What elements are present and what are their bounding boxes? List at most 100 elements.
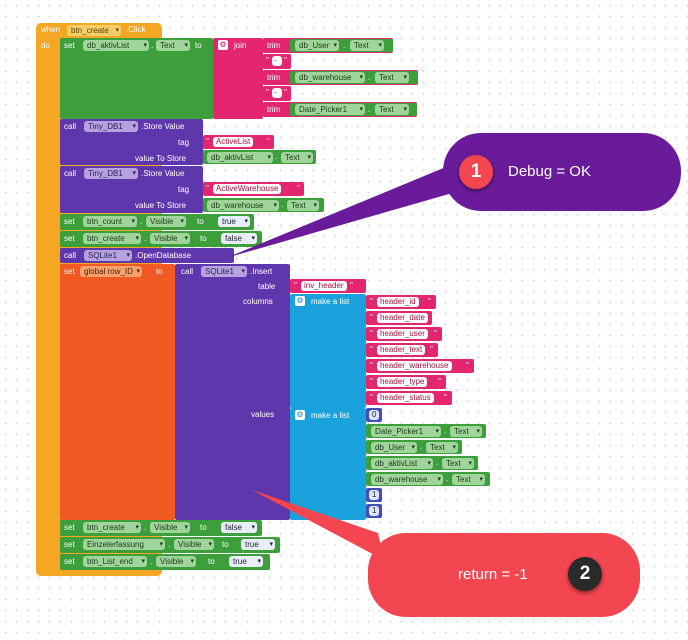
component-text-getter[interactable]: db_User . Text: [366, 440, 462, 454]
component-dropdown[interactable]: Date_Picker1: [295, 104, 365, 115]
string-value[interactable]: header_warehouse: [377, 361, 452, 371]
component-text-getter[interactable]: db_User . Text: [290, 39, 393, 52]
number-block[interactable]: 0: [366, 408, 382, 422]
text-string-block[interactable]: "header_date": [366, 311, 432, 325]
component-text-getter[interactable]: db_warehouse . Text: [290, 71, 418, 84]
event-component-dropdown[interactable]: btn_create: [67, 25, 121, 36]
text-string-block[interactable]: "header_warehouse": [366, 359, 474, 373]
number-block[interactable]: 1: [366, 488, 382, 502]
sqlite-insert-block[interactable]: call SQLite1 .Insert table columns value…: [175, 264, 290, 520]
text-string-block[interactable]: "header_text": [366, 343, 438, 357]
join-mutator-gear-icon[interactable]: ⚙: [218, 40, 228, 50]
text-string-block[interactable]: " - ": [263, 54, 291, 69]
string-value[interactable]: header_user: [377, 329, 428, 339]
text-string-block[interactable]: "header_status": [366, 391, 452, 405]
component-dropdown[interactable]: btn_List_end: [83, 556, 147, 567]
number-value[interactable]: 1: [369, 490, 380, 500]
component-dropdown[interactable]: db_aktivList: [371, 458, 433, 469]
component-dropdown[interactable]: db_warehouse: [371, 474, 443, 485]
list-mutator-gear-icon[interactable]: ⚙: [295, 410, 305, 420]
property-dropdown[interactable]: Text: [156, 40, 190, 51]
component-dropdown[interactable]: btn_create: [83, 233, 141, 244]
component-dropdown[interactable]: btn_create: [83, 522, 141, 533]
string-value[interactable]: ActiveWarehouse: [213, 184, 282, 194]
property-dropdown[interactable]: Visible: [156, 556, 196, 567]
text-string-block[interactable]: " ActiveWarehouse ": [203, 182, 304, 196]
string-value[interactable]: header_date: [377, 313, 428, 323]
component-dropdown[interactable]: Tiny_DB1: [84, 168, 138, 179]
text-string-block[interactable]: "header_type": [366, 375, 446, 389]
number-value[interactable]: 0: [369, 410, 380, 420]
component-dropdown[interactable]: db_User: [371, 442, 417, 453]
component-dropdown[interactable]: db_User: [295, 40, 339, 51]
component-dropdown[interactable]: db_aktivList: [83, 40, 149, 51]
join-block[interactable]: ⚙ join: [213, 38, 263, 119]
tinydb-store-value-block[interactable]: call Tiny_DB1 .Store Value tag value To …: [60, 166, 203, 213]
make-a-list-block[interactable]: ⚙ make a list: [290, 408, 366, 520]
set-btn-count-visible-block[interactable]: set btn_count . Visible to true: [60, 214, 254, 230]
text-string-block[interactable]: "header_user": [366, 327, 442, 341]
number-value[interactable]: 1: [369, 506, 380, 516]
component-text-getter[interactable]: db_warehouse . Text: [203, 198, 324, 212]
text-string-block[interactable]: " - ": [263, 86, 291, 101]
property-dropdown[interactable]: Text: [287, 200, 319, 211]
property-dropdown[interactable]: Text: [442, 458, 474, 469]
property-dropdown[interactable]: Visible: [146, 216, 186, 227]
component-dropdown[interactable]: db_warehouse: [207, 200, 279, 211]
property-dropdown[interactable]: Text: [426, 442, 458, 453]
text-string-block[interactable]: "header_id": [366, 295, 436, 309]
string-value[interactable]: -: [272, 56, 282, 66]
set-aktivlist-text-block[interactable]: set db_aktivList . Text to: [60, 38, 213, 119]
boolean-dropdown[interactable]: true: [241, 539, 275, 550]
string-value[interactable]: -: [272, 88, 282, 98]
set-btn-create-visible-block[interactable]: set btn_create . Visible to false: [60, 520, 262, 536]
property-dropdown[interactable]: Visible: [150, 522, 190, 533]
string-value[interactable]: ActiveList: [213, 137, 254, 147]
property-dropdown[interactable]: Visible: [150, 233, 190, 244]
tinydb-store-value-block[interactable]: call Tiny_DB1 .Store Value tag value To …: [60, 119, 203, 165]
component-dropdown[interactable]: SQLite1: [84, 250, 132, 261]
component-text-getter[interactable]: Date_Picker1 . Text: [366, 424, 486, 438]
property-dropdown[interactable]: Text: [350, 40, 384, 51]
make-a-list-block[interactable]: ⚙ make a list: [290, 294, 366, 408]
boolean-dropdown[interactable]: false: [221, 522, 257, 533]
property-dropdown[interactable]: Text: [281, 152, 313, 163]
property-dropdown[interactable]: Text: [375, 104, 409, 115]
boolean-dropdown[interactable]: true: [218, 216, 250, 227]
trim-block[interactable]: trim db_User . Text: [263, 38, 393, 53]
number-block[interactable]: 1: [366, 504, 382, 518]
component-dropdown[interactable]: db_warehouse: [295, 72, 365, 83]
component-dropdown[interactable]: SQLite1: [201, 266, 247, 277]
sqlite-open-database-block[interactable]: call SQLite1 .OpenDatabase: [60, 248, 234, 263]
component-text-getter[interactable]: db_aktivList . Text: [366, 456, 478, 470]
property-dropdown[interactable]: Visible: [174, 539, 214, 550]
text-string-block[interactable]: " ActiveList ": [203, 135, 274, 149]
set-einzelerfassung-visible-block[interactable]: set Einzelerfassung . Visible to true: [60, 537, 280, 553]
boolean-dropdown[interactable]: false: [221, 233, 257, 244]
component-text-getter[interactable]: Date_Picker1 . Text: [290, 103, 417, 116]
component-text-getter[interactable]: db_aktivList . Text: [203, 150, 316, 164]
set-btn-create-visible-block[interactable]: set btn_create . Visible to false: [60, 231, 262, 247]
text-string-block[interactable]: " inv_header ": [290, 279, 366, 293]
property-dropdown[interactable]: Text: [450, 426, 482, 437]
string-value[interactable]: header_status: [377, 393, 434, 403]
string-value[interactable]: header_text: [377, 345, 426, 355]
string-value[interactable]: header_id: [377, 297, 419, 307]
list-mutator-gear-icon[interactable]: ⚙: [295, 296, 305, 306]
boolean-dropdown[interactable]: true: [229, 556, 263, 567]
component-dropdown[interactable]: Date_Picker1: [371, 426, 441, 437]
property-dropdown[interactable]: Text: [375, 72, 409, 83]
variable-dropdown[interactable]: global row_ID: [80, 266, 142, 277]
trim-block[interactable]: trim Date_Picker1 . Text: [263, 102, 417, 117]
property-dropdown[interactable]: Text: [452, 474, 485, 485]
component-dropdown[interactable]: db_aktivList: [207, 152, 273, 163]
component-dropdown[interactable]: Tiny_DB1: [84, 121, 138, 132]
trim-block[interactable]: trim db_warehouse . Text: [263, 70, 418, 85]
string-value[interactable]: header_type: [377, 377, 428, 387]
component-dropdown[interactable]: Einzelerfassung: [83, 539, 165, 550]
set-global-row-id-block[interactable]: set global row_ID to: [60, 264, 175, 520]
set-btn-list-end-visible-block[interactable]: set btn_List_end . Visible to true: [60, 554, 270, 570]
component-dropdown[interactable]: btn_count: [83, 216, 137, 227]
component-text-getter[interactable]: db_warehouse . Text: [366, 472, 490, 486]
string-value[interactable]: inv_header: [301, 281, 347, 291]
